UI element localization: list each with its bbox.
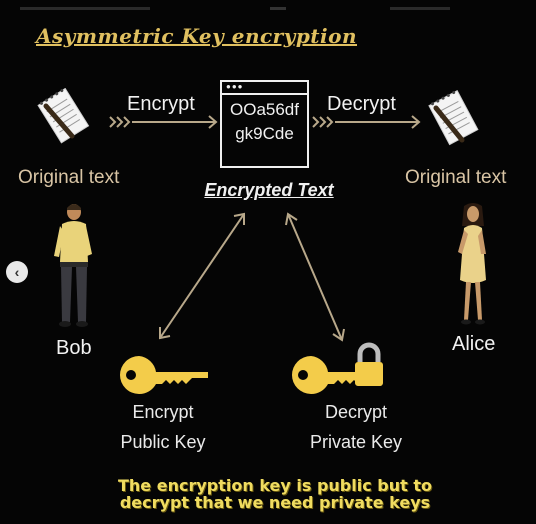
ciphertext-window: ●●● OOa56df gk9Cde (220, 80, 309, 168)
decrypt-arrow (311, 114, 423, 135)
private-key-line2: Private Key (309, 432, 403, 452)
encrypt-arrow-label: Encrypt (127, 93, 195, 115)
window-titlebar: ●●● (222, 82, 307, 95)
decrypt-arrow-label: Decrypt (327, 93, 396, 115)
encrypt-arrow (108, 114, 220, 135)
ciphertext-line: gk9Cde (235, 124, 294, 143)
top-strip (0, 0, 536, 10)
alice-label: Alice (452, 333, 496, 355)
carousel-prev-button[interactable]: ‹ (6, 261, 28, 283)
private-key-label: Decrypt Private Key (296, 397, 416, 457)
pen-icon (430, 102, 470, 151)
key-icon (290, 340, 390, 401)
footer-caption: The encryption key is public but to decr… (40, 477, 510, 511)
original-text-right: Original text (405, 167, 507, 188)
padlock-icon (352, 342, 386, 393)
public-key-line2: Public Key (120, 432, 206, 452)
original-text-left: Original text (18, 167, 120, 188)
private-key-arrow (276, 206, 356, 353)
bob-figure (48, 200, 98, 335)
key-icon (118, 354, 210, 401)
pen-icon (40, 100, 80, 147)
public-key-arrow (150, 206, 254, 351)
footer-line: The encryption key is public but to (118, 476, 432, 495)
diagram-title: Asymmetric Key encryption (36, 24, 358, 48)
bob-label: Bob (56, 337, 92, 359)
private-key-line1: Decrypt (324, 402, 387, 422)
window-dots-icon: ●●● (226, 82, 244, 91)
public-key-line1: Encrypt (132, 402, 194, 422)
public-key-label: Encrypt Public Key (103, 397, 223, 457)
encrypted-text-label: Encrypted Text (204, 180, 334, 200)
chevron-left-icon: ‹ (14, 264, 20, 280)
ciphertext: OOa56df gk9Cde (222, 98, 307, 146)
alice-figure (448, 202, 498, 335)
ciphertext-line: OOa56df (230, 100, 299, 119)
footer-line: decrypt that we need private keys (119, 493, 431, 512)
